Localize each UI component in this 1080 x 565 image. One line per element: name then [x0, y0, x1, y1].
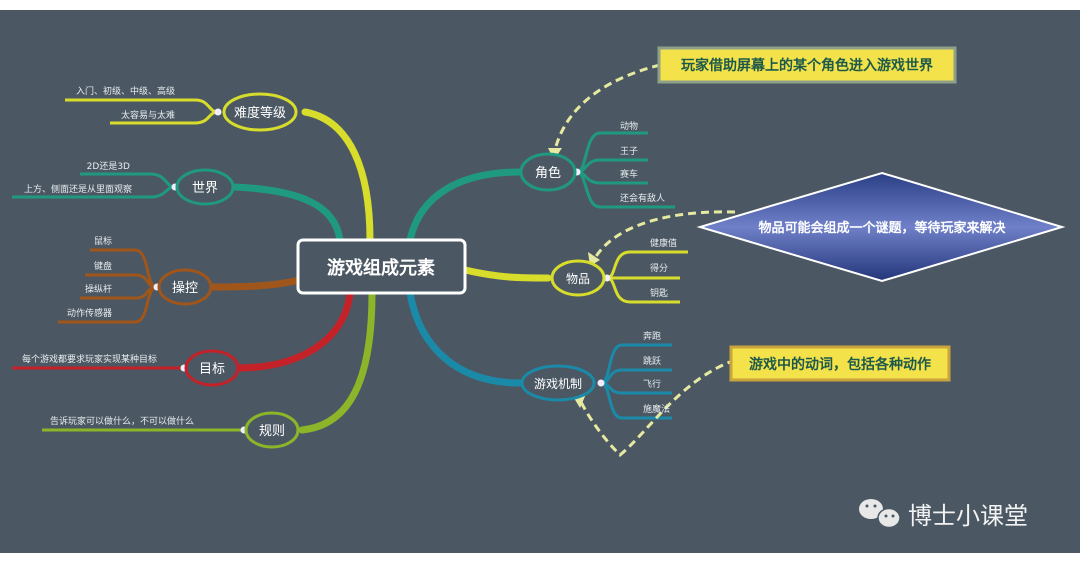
leaf-label: 上方、侧面还是从里面观察: [24, 183, 132, 195]
leaf-label: 太容易与太难: [121, 109, 175, 121]
leaf-label: 2D还是3D: [87, 160, 130, 172]
leaf-label: 钥匙: [650, 287, 668, 299]
svg-text:游戏机制: 游戏机制: [534, 377, 582, 391]
leaf-label: 每个游戏都要求玩家实现某种目标: [22, 353, 157, 365]
main-branches: [206, 108, 552, 434]
node-items[interactable]: 物品: [550, 259, 606, 297]
branch-items: [461, 266, 552, 282]
leaf-label: 入门、初级、中级、高级: [76, 85, 175, 97]
node-rules[interactable]: 规则: [244, 411, 300, 449]
branch-goal: [234, 289, 354, 372]
leaf-label: 王子: [620, 146, 638, 157]
leaf-label: 施魔法: [643, 403, 670, 415]
node-world[interactable]: 世界: [175, 168, 235, 206]
left-leaf-labels: 入门、初级、中级、高级 太容易与太难 2D还是3D 上方、侧面还是从里面观察 鼠…: [22, 85, 194, 427]
leaf-label: 键盘: [94, 260, 112, 272]
wechat-icon: [859, 499, 901, 529]
svg-text:规则: 规则: [259, 424, 285, 439]
node-goal[interactable]: 目标: [184, 349, 240, 387]
center-node[interactable]: [296, 238, 467, 295]
node-difficulty[interactable]: 难度等级: [222, 92, 298, 132]
leaf-label: 还会有敌人: [620, 192, 665, 204]
svg-text:操控: 操控: [172, 280, 198, 296]
callout-arrows: [553, 63, 736, 458]
svg-text:玩家借助屏幕上的某个角色进入游戏世界: 玩家借助屏幕上的某个角色进入游戏世界: [681, 57, 934, 74]
watermark-text: 博士小课堂: [908, 502, 1028, 530]
center-node-label: 游戏组成元素: [327, 257, 435, 279]
leaf-label: 得分: [650, 262, 668, 274]
svg-text:物品可能会组成一个谜题，等待玩家来解决: 物品可能会组成一个谜题，等待玩家来解决: [758, 220, 1006, 236]
leaf-label: 动物: [620, 120, 638, 132]
branch-difficulty: [301, 108, 374, 244]
leaf-label: 奔跑: [643, 330, 661, 342]
callout-mechanics: 游戏中的动词，包括各种动作: [729, 345, 951, 382]
node-mechanics[interactable]: 游戏机制: [520, 364, 596, 402]
svg-text:角色: 角色: [535, 165, 561, 181]
svg-text:物品: 物品: [566, 272, 590, 286]
leaf-label: 操纵杆: [85, 283, 112, 295]
branch-mechanics: [406, 289, 524, 387]
branch-rules: [298, 289, 376, 434]
svg-text:世界: 世界: [192, 181, 218, 196]
leaf-label: 告诉玩家可以做什么，不可以做什么: [50, 415, 194, 427]
svg-text:目标: 目标: [199, 362, 225, 377]
leaf-label: 赛车: [620, 168, 638, 180]
branch-world: [231, 183, 344, 244]
leaf-label: 健康值: [650, 237, 677, 249]
leaf-label: 鼠标: [94, 235, 112, 247]
leaf-label: 飞行: [643, 378, 661, 390]
node-control[interactable]: 操控: [157, 268, 213, 306]
svg-text:难度等级: 难度等级: [234, 105, 286, 121]
branch-control: [206, 276, 304, 291]
right-leaf-labels: 动物 王子 赛车 还会有敌人 健康值 得分 钥匙 奔跑 跳跃 飞行 施魔法: [620, 120, 677, 415]
leaf-label: 动作传感器: [67, 307, 112, 319]
svg-text:游戏中的动词，包括各种动作: 游戏中的动词，包括各种动作: [749, 356, 931, 373]
callout-character: 玩家借助屏幕上的某个角色进入游戏世界: [657, 46, 957, 84]
callout-items: 物品可能会组成一个谜题，等待玩家来解决: [696, 171, 1066, 283]
leaf-label: 跳跃: [643, 355, 661, 367]
branch-character: [406, 168, 524, 244]
node-character[interactable]: 角色: [519, 152, 577, 192]
